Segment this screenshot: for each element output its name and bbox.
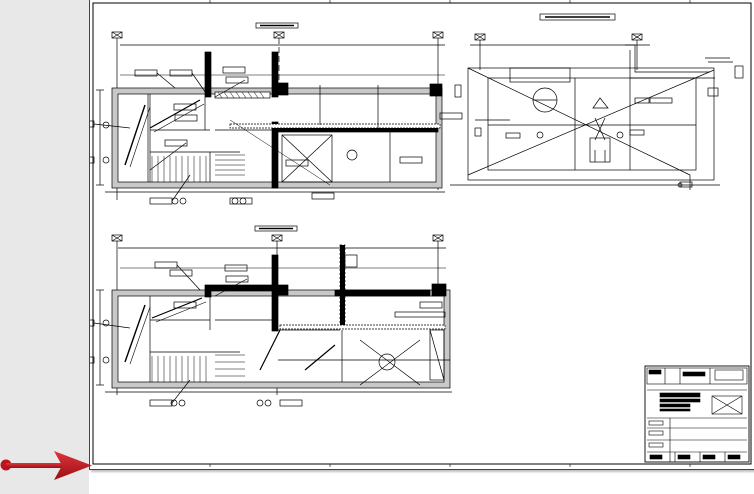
red-pointer-arrow-icon [0, 451, 92, 480]
arrow-shaft [6, 463, 66, 468]
title-block [644, 365, 750, 463]
canvas-background [0, 0, 89, 494]
drawing-sheet[interactable] [89, 0, 754, 470]
sheet-inner-frame [92, 2, 752, 465]
floor-plan-upper [90, 22, 463, 205]
plan-title-box [255, 22, 299, 29]
section-view-right [450, 13, 744, 190]
lower-plan-title-box [254, 225, 298, 232]
cad-drawing [90, 0, 752, 467]
frame-ticks [209, 0, 691, 467]
floor-plan-lower [90, 225, 452, 407]
section-title-box [539, 13, 616, 21]
arrow-head [54, 451, 92, 480]
